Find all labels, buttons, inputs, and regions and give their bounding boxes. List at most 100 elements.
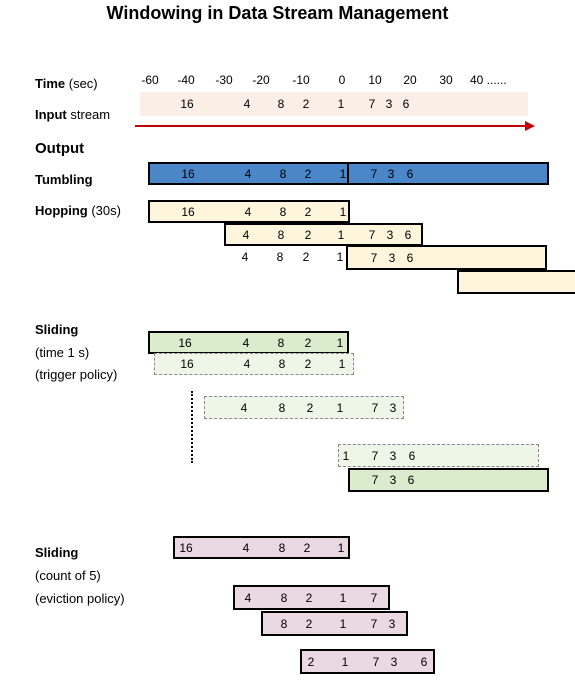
window-value: 2 <box>307 654 315 669</box>
window-value: 1 <box>342 448 350 463</box>
window-value: 7 <box>370 166 378 181</box>
stream-value: 16 <box>180 97 194 111</box>
window-value: 2 <box>305 590 313 605</box>
window-value: 7 <box>371 473 379 487</box>
window-value: 7 <box>368 227 376 242</box>
count-window-4: 2 1 7 3 6 <box>300 649 435 674</box>
hopping-window-3: 7 3 6 <box>346 245 547 270</box>
tick: -10 <box>292 73 310 87</box>
hopping-window-2: 4 8 2 1 7 3 6 <box>224 223 423 246</box>
window-value: 8 <box>277 227 285 242</box>
window-value: 2 <box>304 335 312 350</box>
window-value: 7 <box>371 400 379 415</box>
window-value: 1 <box>341 654 349 669</box>
window-value: 2 <box>305 616 313 631</box>
window-value: 1 <box>337 227 345 242</box>
window-value: 3 <box>390 654 398 669</box>
window-value: 4 <box>242 227 250 242</box>
tumbling-window-2: 7 3 6 <box>347 162 549 185</box>
stream-value: 4 <box>243 97 251 111</box>
sliding-time-line3: (trigger policy) <box>35 367 118 382</box>
window-value: 3 <box>389 448 397 463</box>
hopping-outside-value: 4 <box>241 250 249 264</box>
sliding-count-line3: (eviction policy) <box>35 591 125 606</box>
window-value: 8 <box>278 400 286 415</box>
window-value: 4 <box>240 400 248 415</box>
window-value: 4 <box>242 540 250 555</box>
time-axis-label: Time (sec) <box>35 76 98 91</box>
window-value: 2 <box>303 540 311 555</box>
window-value: 4 <box>243 357 251 371</box>
window-value: 8 <box>279 204 287 219</box>
tick: 40 ...... <box>470 73 507 87</box>
tick: 0 <box>338 73 346 87</box>
window-value: 3 <box>389 400 397 415</box>
time-label-bold: Time <box>35 76 66 91</box>
window-value: 3 <box>388 250 396 265</box>
window-value: 1 <box>337 540 345 555</box>
sliding-count-line2: (count of 5) <box>35 568 101 583</box>
stream-value: 2 <box>302 97 310 111</box>
sliding-count-label: Sliding <box>35 545 79 560</box>
window-value: 8 <box>280 590 288 605</box>
window-value: 4 <box>244 590 252 605</box>
stream-value: 8 <box>277 97 285 111</box>
window-value: 16 <box>181 204 195 219</box>
window-value: 7 <box>370 250 378 265</box>
window-value: 1 <box>336 335 344 350</box>
window-value: 3 <box>389 473 397 487</box>
window-value: 1 <box>338 357 346 371</box>
hopping-outside-value: 2 <box>302 250 310 264</box>
window-value: 2 <box>304 227 312 242</box>
tumbling-window-1: 16 4 8 2 1 <box>148 162 350 185</box>
stream-value: 6 <box>402 97 410 111</box>
input-stream-label: Input stream <box>35 107 110 122</box>
stream-value: 7 <box>368 97 376 111</box>
output-heading: Output <box>35 140 85 157</box>
window-value: 8 <box>278 540 286 555</box>
window-value: 6 <box>408 448 416 463</box>
window-value: 6 <box>404 227 412 242</box>
window-value: 2 <box>304 166 312 181</box>
input-label-bold: Input <box>35 107 67 122</box>
window-value: 16 <box>180 357 194 371</box>
diagram-title: Windowing in Data Stream Management <box>106 3 449 23</box>
count-window-2: 4 8 2 1 7 <box>233 585 390 610</box>
window-value: 16 <box>179 540 193 555</box>
hopping-window-1: 16 4 8 2 1 <box>148 200 350 223</box>
window-value: 1 <box>339 204 347 219</box>
count-window-1: 16 4 8 2 1 <box>173 536 350 559</box>
tumbling-label: Tumbling <box>35 172 93 187</box>
sliding-time-window-3: 4 8 2 1 7 3 <box>204 396 404 419</box>
tick: -30 <box>215 73 233 87</box>
hopping-outside-value: 8 <box>276 250 284 264</box>
window-value: 8 <box>280 616 288 631</box>
arrow-head <box>525 121 535 131</box>
window-value: 7 <box>372 654 380 669</box>
window-value: 2 <box>304 357 312 371</box>
window-value: 1 <box>339 166 347 181</box>
window-value: 4 <box>244 204 252 219</box>
time-label-unit: (sec) <box>68 76 98 91</box>
tick: -60 <box>141 73 159 87</box>
window-value: 1 <box>336 400 344 415</box>
tick: -40 <box>177 73 195 87</box>
window-value: 2 <box>306 400 314 415</box>
window-value: 8 <box>279 166 287 181</box>
input-stream-band: 16 4 8 2 1 7 3 6 <box>140 92 528 116</box>
window-value: 6 <box>406 166 414 181</box>
window-value: 2 <box>304 204 312 219</box>
window-value: 3 <box>388 616 396 631</box>
tick: -20 <box>252 73 270 87</box>
hopping-outside-value: 1 <box>336 250 344 264</box>
window-value: 8 <box>277 335 285 350</box>
window-value: 3 <box>387 166 395 181</box>
window-value: 6 <box>406 250 414 265</box>
window-value: 1 <box>339 616 347 631</box>
time-arrow <box>135 121 535 131</box>
window-value: 3 <box>386 227 394 242</box>
window-value: 4 <box>244 166 252 181</box>
window-value: 16 <box>181 166 195 181</box>
tick: 20 <box>403 73 417 87</box>
tick: 30 <box>439 73 453 87</box>
